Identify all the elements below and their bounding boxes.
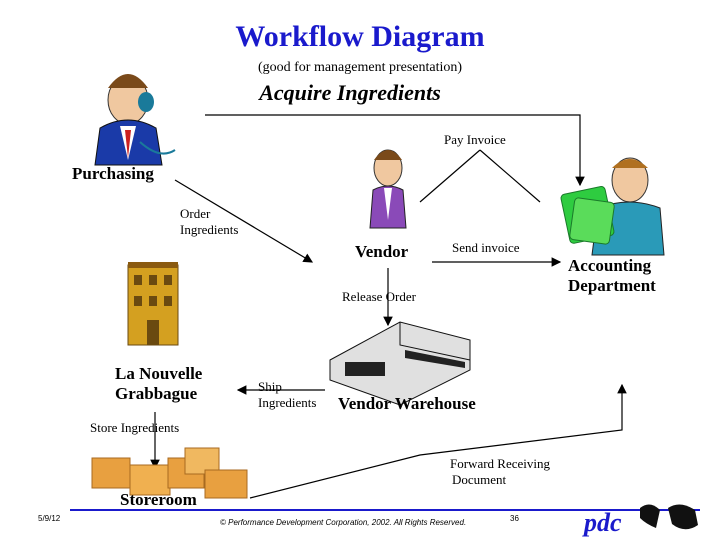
label-ship-line2: Ingredients: [258, 395, 317, 410]
footer-date: 5/9/12: [38, 514, 61, 523]
arrow-acquire-to-accounting: [205, 114, 585, 187]
label-ship-ingredients: Ship Ingredients: [258, 379, 316, 411]
label-ship-line1: Ship: [258, 379, 282, 394]
node-vendor: Vendor: [355, 242, 409, 261]
person-phone-icon: [94, 74, 176, 166]
label-order-line1: Order: [180, 206, 211, 221]
pdc-logo: pdc: [584, 508, 622, 537]
label-send-invoice: Send invoice: [452, 240, 520, 255]
node-restaurant-line2: Grabbague: [115, 384, 198, 403]
footer-copyright: © Performance Development Corporation, 2…: [220, 518, 467, 527]
label-forward-receiving: Forward Receiving Document: [450, 456, 550, 488]
footer-page-number: 36: [510, 514, 519, 523]
node-vendor-warehouse: Vendor Warehouse: [338, 394, 476, 413]
page-title: Workflow Diagram: [235, 20, 485, 53]
page-subtitle: (good for management presentation): [257, 60, 463, 75]
node-restaurant-line1: La Nouvelle: [115, 364, 203, 383]
world-map-icon: [640, 504, 698, 530]
node-storeroom: Storeroom: [120, 490, 197, 509]
restaurant-building-icon: [127, 262, 179, 346]
label-release-order: Release Order: [342, 289, 416, 304]
arrow-order-ingredients: [174, 179, 314, 263]
vendor-person-icon: [369, 149, 407, 229]
arrow-pay-invoice-left: [419, 149, 481, 203]
warehouse-icon: [329, 321, 471, 406]
label-forward-line2: Document: [452, 472, 507, 487]
process-heading: Acquire Ingredients: [259, 80, 441, 105]
label-pay-invoice: Pay Invoice: [444, 132, 506, 147]
node-restaurant: La Nouvelle Grabbague: [115, 364, 202, 404]
arrow-pay-invoice-right: [479, 149, 541, 203]
accountant-money-icon: [560, 157, 665, 256]
label-order-ingredients: Order Ingredients: [180, 206, 238, 238]
label-store-ingredients: Store Ingredients: [90, 420, 180, 435]
node-accounting-line2: Department: [568, 276, 656, 295]
node-accounting-line1: Accounting: [568, 256, 652, 275]
storeroom-boxes-icon: [91, 447, 248, 499]
node-purchasing: Purchasing: [72, 164, 154, 183]
label-order-line2: Ingredients: [180, 222, 239, 237]
label-forward-line1: Forward Receiving: [450, 456, 551, 471]
arrow-forward-receiving: [249, 383, 627, 499]
node-accounting: Accounting Department: [568, 256, 678, 296]
